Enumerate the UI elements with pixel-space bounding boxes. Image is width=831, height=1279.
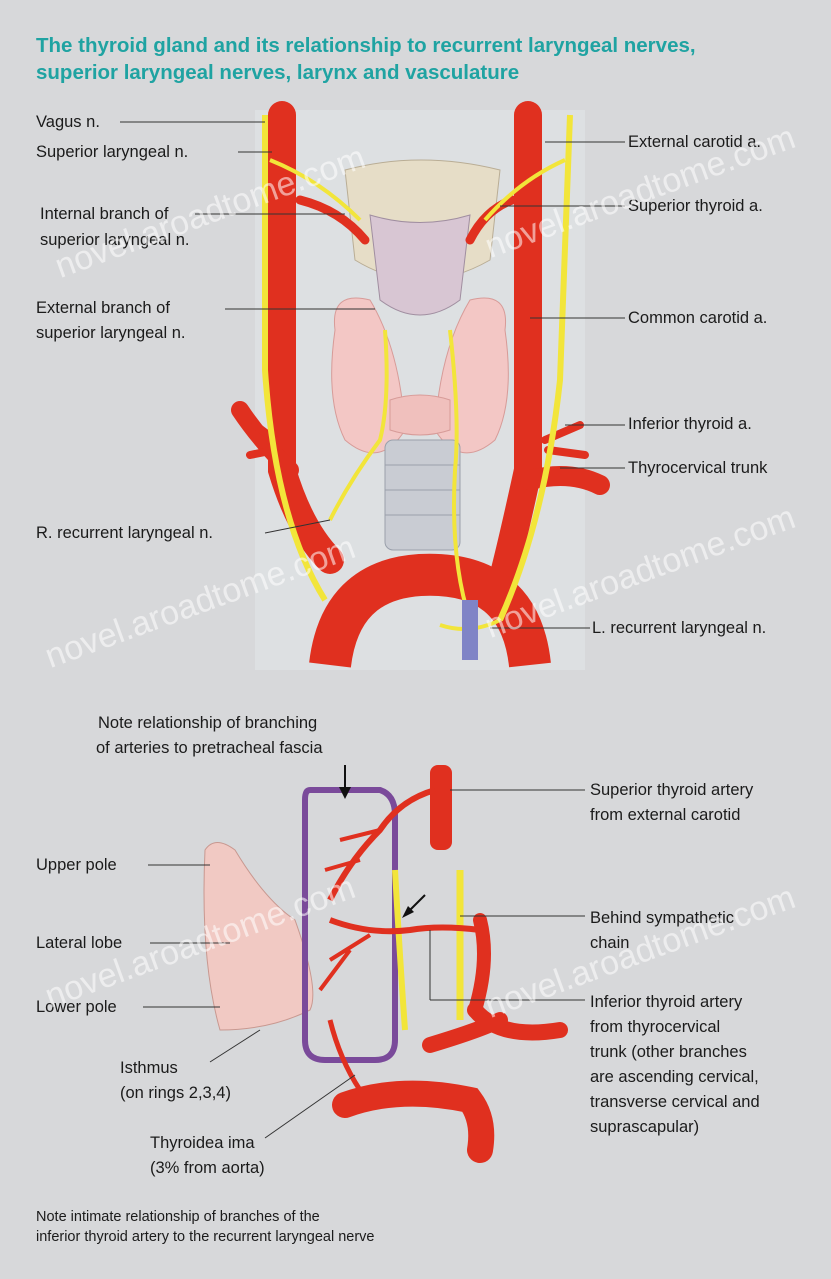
label-inferior-thyroid-artery-1: Inferior thyroid artery xyxy=(590,992,742,1013)
label-vagus: Vagus n. xyxy=(36,112,100,133)
label-thyrocervical-trunk: Thyrocervical trunk xyxy=(628,458,767,479)
label-external-branch-2: superior laryngeal n. xyxy=(36,323,186,344)
label-external-branch-1: External branch of xyxy=(36,298,170,319)
label-isthmus-1: Isthmus xyxy=(120,1058,178,1079)
label-inferior-thyroid: Inferior thyroid a. xyxy=(628,414,752,435)
label-upper-pole: Upper pole xyxy=(36,855,117,876)
esophagus xyxy=(462,600,478,660)
label-note-branching-2: of arteries to pretracheal fascia xyxy=(96,738,323,759)
trachea xyxy=(385,440,460,550)
thyroid-isthmus xyxy=(390,395,450,435)
label-superior-thyroid-artery-2: from external carotid xyxy=(590,805,740,826)
label-thyroidea-ima-2: (3% from aorta) xyxy=(150,1158,265,1179)
cricoid xyxy=(370,215,470,315)
label-inferior-thyroid-artery-6: suprascapular) xyxy=(590,1117,699,1138)
label-r-recurrent-laryngeal: R. recurrent laryngeal n. xyxy=(36,523,213,544)
bottom-note-line-2: inferior thyroid artery to the recurrent… xyxy=(36,1228,375,1247)
label-inferior-thyroid-artery-5: transverse cervical and xyxy=(590,1092,760,1113)
label-isthmus-2: (on rings 2,3,4) xyxy=(120,1083,231,1104)
label-common-carotid: Common carotid a. xyxy=(628,308,767,329)
label-inferior-thyroid-artery-3: trunk (other branches xyxy=(590,1042,747,1063)
label-superior-thyroid-artery-1: Superior thyroid artery xyxy=(590,780,753,801)
label-l-recurrent-laryngeal: L. recurrent laryngeal n. xyxy=(592,618,766,639)
label-thyroidea-ima-1: Thyroidea ima xyxy=(150,1133,255,1154)
label-note-branching-1: Note relationship of branching xyxy=(98,713,317,734)
aorta-segment xyxy=(345,1094,481,1150)
label-superior-laryngeal: Superior laryngeal n. xyxy=(36,142,188,163)
external-carotid-stump xyxy=(430,765,452,850)
bottom-note-line-1: Note intimate relationship of branches o… xyxy=(36,1208,320,1227)
label-inferior-thyroid-artery-4: are ascending cervical, xyxy=(590,1067,759,1088)
label-lateral-lobe: Lateral lobe xyxy=(36,933,122,954)
label-inferior-thyroid-artery-2: from thyrocervical xyxy=(590,1017,720,1038)
